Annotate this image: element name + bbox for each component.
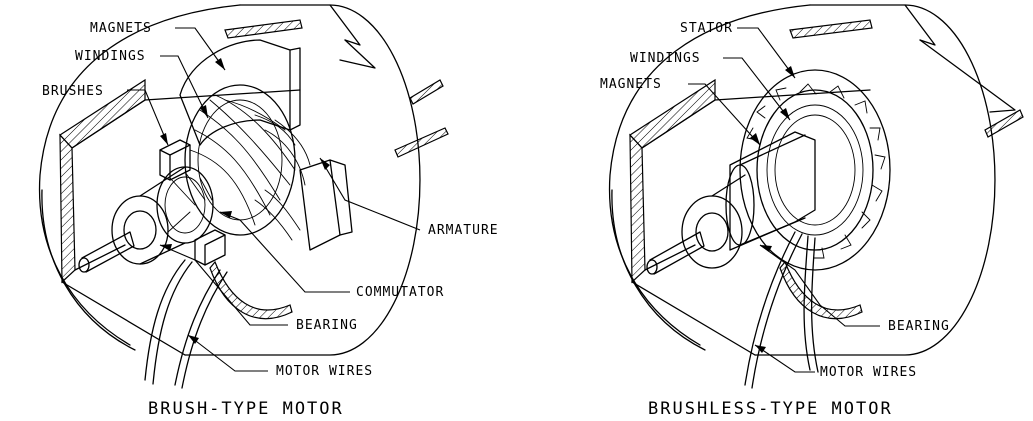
leaders-left (127, 27, 421, 372)
labels-right: STATOR WINDINGS MAGNETS BEARING MOTOR WI… (600, 21, 950, 419)
label-windings: WINDINGS (75, 49, 146, 64)
shaft-right (646, 231, 705, 275)
label-bearing-right: BEARING (888, 319, 950, 334)
label-magnets: MAGNETS (90, 21, 152, 36)
caption-brushless-type: BRUSHLESS-TYPE MOTOR (648, 399, 893, 419)
labels-left: MAGNETS WINDINGS BRUSHES ARMATURE COMMUT… (42, 21, 499, 419)
magnets-shape (179, 39, 353, 251)
armature-windings (184, 84, 311, 241)
label-stator: STATOR (680, 21, 733, 36)
windings-shape-right (766, 104, 864, 236)
caption-brush-type: BRUSH-TYPE MOTOR (148, 399, 344, 419)
bearing-shape (111, 166, 186, 265)
brush-type-motor: MAGNETS WINDINGS BRUSHES ARMATURE COMMUT… (38, 4, 499, 419)
label-commutator: COMMUTATOR (356, 285, 444, 300)
label-brushes: BRUSHES (42, 84, 104, 99)
leaders-right (688, 27, 880, 373)
label-bearing: BEARING (296, 318, 358, 333)
commutator-shape (156, 166, 214, 244)
stator-shape (739, 69, 891, 271)
label-magnets-right: MAGNETS (600, 77, 662, 92)
label-motor-wires-right: MOTOR WIRES (820, 365, 917, 380)
label-armature: ARMATURE (428, 223, 499, 238)
motor-wires-shape-right (744, 231, 819, 389)
shaft (78, 231, 135, 273)
label-windings-right: WINDINGS (630, 51, 701, 66)
bearing-shape-right (681, 174, 746, 269)
label-motor-wires: MOTOR WIRES (276, 364, 373, 379)
housing-right (608, 4, 1024, 356)
brushless-type-motor: STATOR WINDINGS MAGNETS BEARING MOTOR WI… (600, 4, 1024, 419)
motor-wires-shape (144, 259, 228, 389)
